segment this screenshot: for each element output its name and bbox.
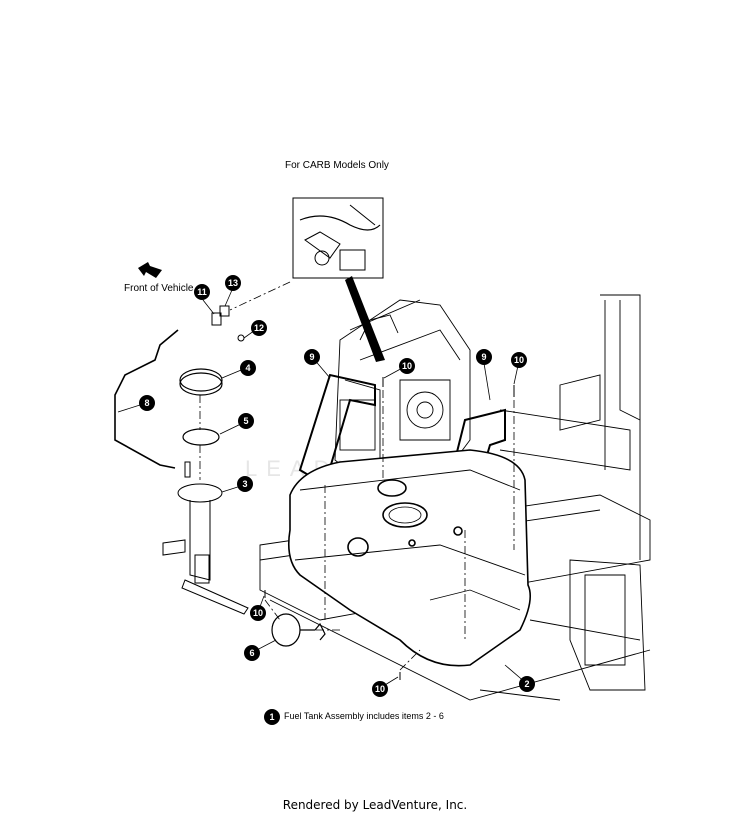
callout-10-bottom: 10 (372, 681, 388, 697)
front-arrow-icon (138, 262, 162, 278)
svg-text:9: 9 (309, 352, 314, 362)
callout-9-right: 9 (476, 349, 492, 365)
svg-text:6: 6 (249, 648, 254, 658)
callout-10-pump: 10 (250, 605, 266, 621)
fuel-tank (287, 449, 531, 667)
svg-text:4: 4 (245, 363, 250, 373)
callout-11: 11 (194, 284, 210, 300)
svg-text:10: 10 (253, 608, 263, 618)
svg-text:11: 11 (197, 287, 207, 297)
callout-10-right: 10 (511, 352, 527, 368)
svg-text:10: 10 (514, 355, 524, 365)
svg-text:10: 10 (375, 684, 385, 694)
inset-pointer-arrow (345, 276, 385, 362)
gasket (182, 428, 220, 446)
small-parts (211, 305, 515, 680)
footer-credit: Rendered by LeadVenture, Inc. (282, 798, 468, 812)
svg-text:9: 9 (481, 352, 486, 362)
fuel-pump-assembly (162, 461, 249, 615)
svg-text:2: 2 (524, 679, 529, 689)
svg-text:13: 13 (228, 278, 238, 288)
callout-13: 13 (225, 275, 241, 291)
callout-2: 2 (519, 676, 535, 692)
callout-9-left: 9 (304, 349, 320, 365)
svg-text:12: 12 (254, 323, 264, 333)
svg-text:1: 1 (269, 712, 274, 722)
legend-text: Fuel Tank Assembly includes items 2 - 6 (284, 711, 444, 721)
callout-8: 8 (139, 395, 155, 411)
callout-12: 12 (251, 320, 267, 336)
callout-3: 3 (237, 476, 253, 492)
callout-4: 4 (240, 360, 256, 376)
callout-6: 6 (244, 645, 260, 661)
svg-text:3: 3 (242, 479, 247, 489)
leader-lines (199, 281, 515, 671)
legend-callout-1: 1 (264, 709, 280, 725)
lock-ring (179, 368, 223, 396)
callout-5: 5 (238, 413, 254, 429)
carb-inset (292, 197, 384, 279)
svg-text:10: 10 (402, 361, 412, 371)
carb-note: For CARB Models Only (285, 160, 389, 171)
svg-text:5: 5 (243, 416, 248, 426)
front-of-vehicle-label: Front of Vehicle (124, 283, 194, 294)
callout-10-engine: 10 (399, 358, 415, 374)
svg-text:8: 8 (144, 398, 149, 408)
fuel-line (114, 329, 179, 469)
